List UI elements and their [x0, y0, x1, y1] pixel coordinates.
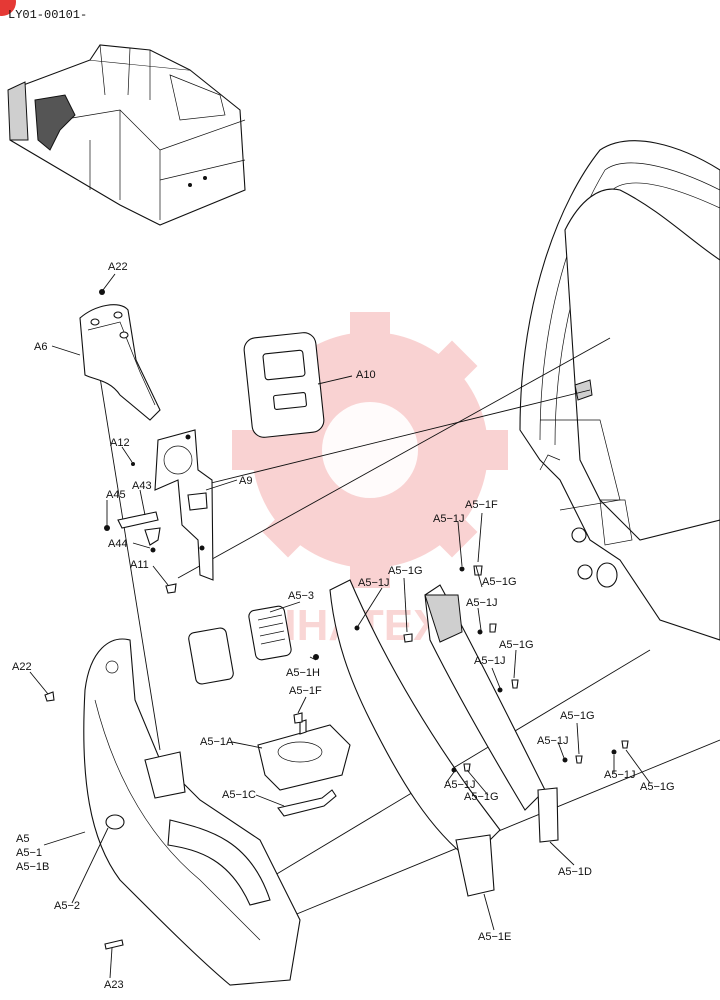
part-a5-3-grilles: [188, 605, 292, 685]
label-a5-1: A5−1: [16, 847, 42, 859]
label-a5-1d: A5−1D: [558, 866, 592, 878]
callout-labels: A22 A6 A10 A12 A9 A43 A45 A44 A11 A5−1F …: [12, 261, 675, 991]
screws: [44, 289, 629, 950]
label-a5-1g-mid: A5−1G: [388, 565, 423, 577]
label-a5-1a: A5−1A: [200, 736, 234, 748]
cab-frame: [519, 140, 720, 641]
label-a5-3: A5−3: [288, 590, 314, 602]
part-side-trim: [329, 579, 559, 897]
part-a5-trim: [83, 638, 301, 986]
header-code: LY01-00101-: [8, 8, 87, 22]
label-a22-left: A22: [12, 661, 32, 673]
label-a5-1e: A5−1E: [478, 931, 511, 943]
part-a6-cover: [79, 304, 161, 421]
label-a5-1j-r3: A5−1J: [474, 655, 506, 667]
part-a5-1a-tray: [257, 719, 351, 791]
label-a5-2: A5−2: [54, 900, 80, 912]
machine-thumbnail: [7, 44, 246, 226]
label-a11: A11: [130, 559, 149, 571]
label-a5-1h: A5−1H: [286, 667, 320, 679]
label-a5: A5: [16, 833, 29, 845]
label-a5-1c: A5−1C: [222, 789, 256, 801]
label-a6: A6: [34, 341, 47, 353]
label-a5-1g-r5: A5−1G: [640, 781, 675, 793]
watermark-gear-hole: [322, 402, 418, 498]
label-a23: A23: [104, 979, 124, 991]
label-a22-top: A22: [108, 261, 128, 273]
label-a9: A9: [239, 475, 252, 487]
part-a9-bracket: [154, 429, 214, 581]
label-a45: A45: [106, 489, 126, 501]
label-a5-1j-low: A5−1J: [444, 779, 476, 791]
label-a5-1j-r5: A5−1J: [604, 769, 636, 781]
label-a43: A43: [132, 480, 152, 492]
label-a5-1j-r4: A5−1J: [537, 735, 569, 747]
label-a5-1f-left: A5−1F: [289, 685, 322, 697]
label-a5-1g-r4: A5−1G: [560, 710, 595, 722]
label-a5-1j-mid: A5−1J: [358, 577, 390, 589]
label-a5-1g-low: A5−1G: [464, 791, 499, 803]
part-a10-panel: [243, 332, 325, 438]
label-a5-1g-r2: A5−1G: [499, 639, 534, 651]
corner-badge: [0, 0, 16, 16]
label-a12: A12: [110, 437, 130, 449]
label-a5-1j-r1: A5−1J: [433, 513, 465, 525]
label-a44: A44: [108, 538, 128, 550]
label-a5-1g-r1: A5−1G: [482, 576, 517, 588]
label-a10: A10: [356, 369, 376, 381]
label-a5-1f-right: A5−1F: [465, 499, 498, 511]
label-a5-1j-r2: A5−1J: [466, 597, 498, 609]
leader-lines: [29, 273, 651, 979]
label-a5-1b: A5−1B: [16, 861, 49, 873]
